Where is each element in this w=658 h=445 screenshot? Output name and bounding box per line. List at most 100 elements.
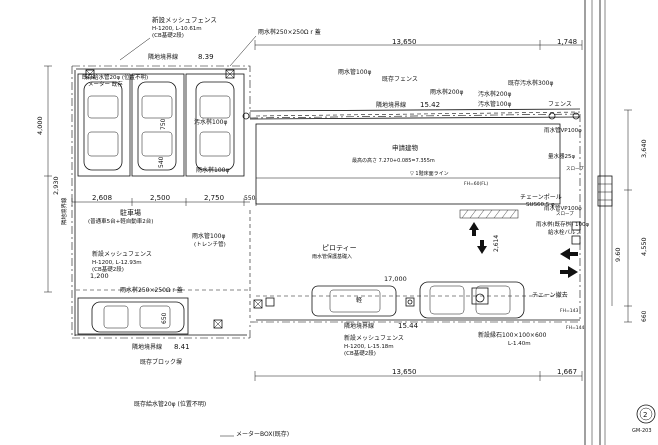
right-rain-vp100: 雨水管VP100φ: [544, 126, 582, 134]
right-meter-25: 量水器25φ: [548, 152, 575, 160]
lower-fence-spec1: H-1200, L-12.93m: [92, 260, 142, 266]
road-lines: [584, 0, 606, 445]
car-1: [83, 81, 123, 171]
dim-4550: 4,550: [640, 237, 648, 256]
boundary-mid-label: 隣地境界線: [376, 101, 406, 109]
direction-arrow-left-icon: [560, 248, 578, 260]
dimension-right: [611, 109, 632, 323]
chain-pole: チェーンポール: [520, 193, 562, 201]
fence-new-spec1: H-1200, L-10.61m: [152, 26, 202, 32]
sewer-left-label: 汚水桝100φ: [194, 118, 227, 126]
dim-960: 9.60: [614, 248, 622, 262]
car-lower-left: [91, 301, 185, 333]
right-rain-existing: 雨水桝(既存桝) 100φ: [536, 220, 590, 228]
site-boundary: [71, 65, 581, 339]
lower-rain-pipe-sub: (トレンチ管): [194, 240, 226, 248]
car-3: [195, 81, 235, 171]
dim-750: 750: [160, 118, 167, 130]
rain-basin-200: 雨水桝200φ: [430, 88, 463, 96]
sheet-badge: [636, 404, 656, 424]
dim-total-top: 13,650: [392, 38, 417, 46]
pole-icons: [242, 112, 581, 307]
dim-3640: 3,640: [640, 139, 648, 158]
car-2: [137, 81, 177, 171]
fence-right: フェンス: [548, 101, 572, 108]
sus-label: SUS60.5 φ: [526, 202, 555, 208]
meter-box-icon: [85, 69, 95, 79]
direction-arrow-up-icon: [469, 222, 479, 236]
lower-boundary: 隣地境界線: [132, 343, 162, 351]
dim-540: 540: [158, 156, 165, 168]
lower-boundary-length: 8.41: [174, 343, 190, 351]
meter-top-label: メーター 既存: [88, 80, 123, 88]
dim-right-bottom: 1,667: [557, 368, 577, 376]
building-height-note: 最高の高さ 7.270+0.085=7.355m: [352, 157, 435, 164]
lower-mid-boundary: 隣地境界線: [344, 322, 374, 330]
building-height-line: ▽ 1階床面ライン: [410, 170, 449, 177]
dim-2614: 2,614: [493, 235, 500, 252]
dim-total-bottom: 13,650: [392, 368, 417, 376]
dim-660: 660: [641, 310, 648, 322]
dim-2750: 2,750: [204, 194, 224, 202]
curb-label: 新設縁石100×100×600: [478, 331, 547, 339]
dim-1200: 1,200: [90, 272, 109, 280]
lower-mid-boundary-length: 15.44: [398, 322, 419, 330]
parking-lot-title: 駐車場: [120, 208, 141, 217]
water-meter-icon: [597, 175, 613, 207]
direction-arrow-down-icon: [477, 240, 487, 254]
dim-4000: 4,000: [36, 116, 44, 135]
lower-parking-bay: [77, 297, 189, 335]
right-fh2: FH=144: [566, 325, 584, 331]
lower-water-pipe: 既存給水管20φ (位置不明): [134, 400, 206, 408]
parked-cars-top: [83, 81, 235, 171]
lower-rain-pipe: 雨水管100φ: [192, 232, 225, 240]
building-title: 申請建物: [392, 143, 419, 152]
existing-sewer: 既存汚水桝300φ: [508, 79, 553, 87]
car-pilotis: [311, 285, 397, 317]
lower-fence-title: 新設メッシュフェンス: [92, 250, 152, 258]
dim-650: 650: [161, 312, 168, 324]
dimension-left: [44, 65, 52, 293]
building-fh-note: FH=60(FL): [464, 181, 488, 187]
lower-block: 既存ブロック塀: [140, 358, 182, 366]
rain-basin-lower-icon: [213, 319, 223, 329]
lower-mid-fence-spec2: (CB基礎2段): [344, 349, 376, 357]
dim-2930: 2,930: [52, 176, 60, 195]
dim-550: 550: [244, 195, 256, 202]
dimension-bottom: [254, 371, 583, 381]
meter-box-label: メーターBOX(既存): [236, 430, 289, 438]
wheelchair-icon: [471, 287, 489, 305]
lower-mid-fence-title: 新設メッシュフェンス: [344, 334, 404, 342]
right-valve: 給水栓バルブ: [548, 228, 582, 236]
lower-fence-spec2: (CB基礎2段): [92, 265, 124, 273]
fence-lines: [74, 68, 581, 336]
building-outline: [255, 123, 561, 205]
sheet-code: GM-203: [632, 428, 652, 434]
rain-left-label: 雨水桝100φ: [196, 166, 229, 174]
dim-right-top: 1,748: [557, 38, 577, 46]
right-fh: FH=143: [560, 308, 578, 314]
pipe-routes: [76, 111, 581, 318]
parking-lot-sub: (普通車5台+軽自動車2台): [88, 217, 153, 225]
rain-basin-top: 雨水桝250×250Ω r 蓋: [258, 28, 321, 36]
boundary-left: 隣地境界線: [60, 197, 68, 225]
chain-removal: チェーン撤去: [532, 291, 568, 299]
dim-17000: 17,000: [384, 275, 407, 283]
meter-label: 既存給水管20φ (位置不明): [82, 73, 148, 81]
hatched-strip: [459, 209, 519, 219]
boundary-top-length: 8.39: [198, 53, 214, 61]
sewer-basin-200: 汚水桝200φ: [478, 90, 511, 98]
rain-pipe-100: 雨水管100φ: [338, 68, 371, 76]
dim-2500: 2,500: [150, 194, 170, 202]
boundary-mid-length: 15.42: [420, 101, 440, 109]
pilotis-sub: 雨水管保護基礎入: [312, 253, 352, 260]
lower-rain-basin: 雨水桝250×250Ω r 蓋: [120, 286, 183, 294]
right-slope: スロープ: [556, 211, 574, 217]
right-slope2: スロープ: [566, 166, 584, 172]
fence-new-title: 新設メッシュフェンス: [152, 15, 217, 24]
pilotis-label: ピロティー: [322, 244, 357, 252]
boundary-top-label: 隣地境界線: [148, 53, 178, 61]
dimension-top: [254, 40, 583, 50]
rain-basin-top-icon: [225, 69, 235, 79]
